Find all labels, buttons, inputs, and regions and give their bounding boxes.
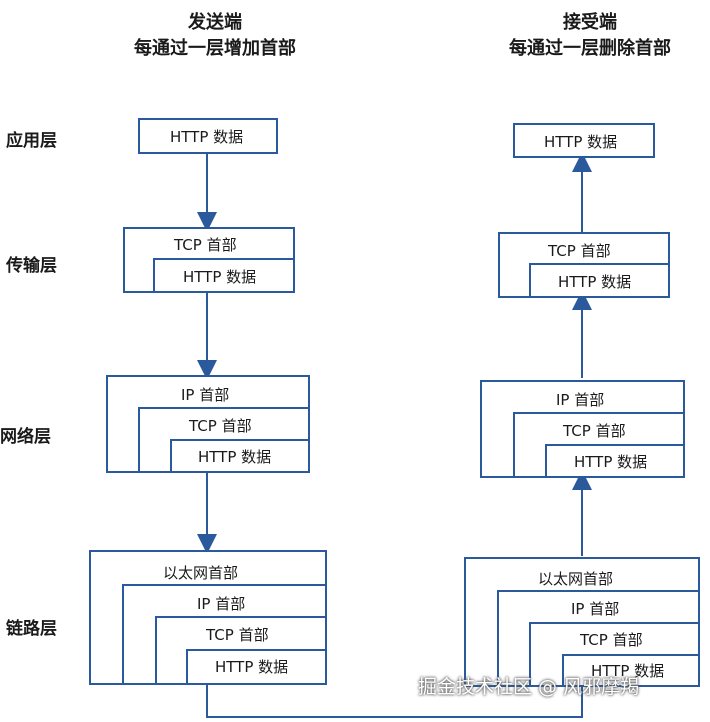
- layer-link: 链路层: [6, 619, 57, 639]
- receiver-tcp-http-label: HTTP 数据: [558, 273, 632, 291]
- receiver-app-http-label: HTTP 数据: [544, 133, 618, 151]
- receiver-ip-tcp-label: TCP 首部: [563, 422, 626, 440]
- layer-transport: 传输层: [6, 256, 57, 276]
- receiver-tcp-http-box: [529, 263, 670, 298]
- receiver-title: 接受端: [563, 12, 617, 33]
- sender-subtitle: 每通过一层增加首部: [134, 38, 296, 59]
- sender-eth-label: 以太网首部: [163, 564, 239, 582]
- sender-tcp-http-label: HTTP 数据: [183, 268, 257, 286]
- sender-ip-tcp-label: TCP 首部: [189, 417, 252, 435]
- sender-eth-http-label: HTTP 数据: [215, 658, 289, 676]
- sender-eth-ip-label: IP 首部: [197, 595, 246, 613]
- sender-ip-http-box: [170, 439, 310, 473]
- receiver-eth-http-box: [562, 654, 700, 687]
- sender-eth-tcp-label: TCP 首部: [206, 626, 269, 644]
- receiver-eth-tcp-label: TCP 首部: [580, 631, 643, 649]
- receiver-header: 接受端 每通过一层删除首部: [470, 10, 710, 62]
- sender-header: 发送端 每通过一层增加首部: [95, 10, 335, 62]
- sender-title: 发送端: [188, 12, 242, 33]
- sender-tcp-http-box: [153, 258, 295, 293]
- receiver-eth-ip-label: IP 首部: [571, 600, 620, 618]
- receiver-ip-http-label: HTTP 数据: [574, 453, 648, 471]
- sender-tcp-label: TCP 首部: [174, 236, 237, 254]
- layer-network: 网络层: [0, 427, 51, 447]
- receiver-eth-label: 以太网首部: [538, 570, 614, 588]
- receiver-ip-label: IP 首部: [556, 391, 605, 409]
- layer-application: 应用层: [6, 131, 57, 151]
- bottom-path: [206, 685, 583, 718]
- receiver-ip-http-box: [545, 444, 685, 478]
- receiver-tcp-label: TCP 首部: [548, 242, 611, 260]
- sender-eth-http-box: [186, 649, 327, 685]
- sender-ip-label: IP 首部: [181, 386, 230, 404]
- sender-app-http-label: HTTP 数据: [170, 128, 244, 146]
- receiver-app-http-box: [513, 123, 655, 158]
- sender-app-http-box: [138, 118, 278, 154]
- watermark: 掘金技术社区 @ 风邪摩羯: [418, 676, 640, 698]
- receiver-eth-http-label: HTTP 数据: [591, 662, 665, 680]
- receiver-subtitle: 每通过一层删除首部: [509, 38, 671, 59]
- sender-ip-http-label: HTTP 数据: [198, 448, 272, 466]
